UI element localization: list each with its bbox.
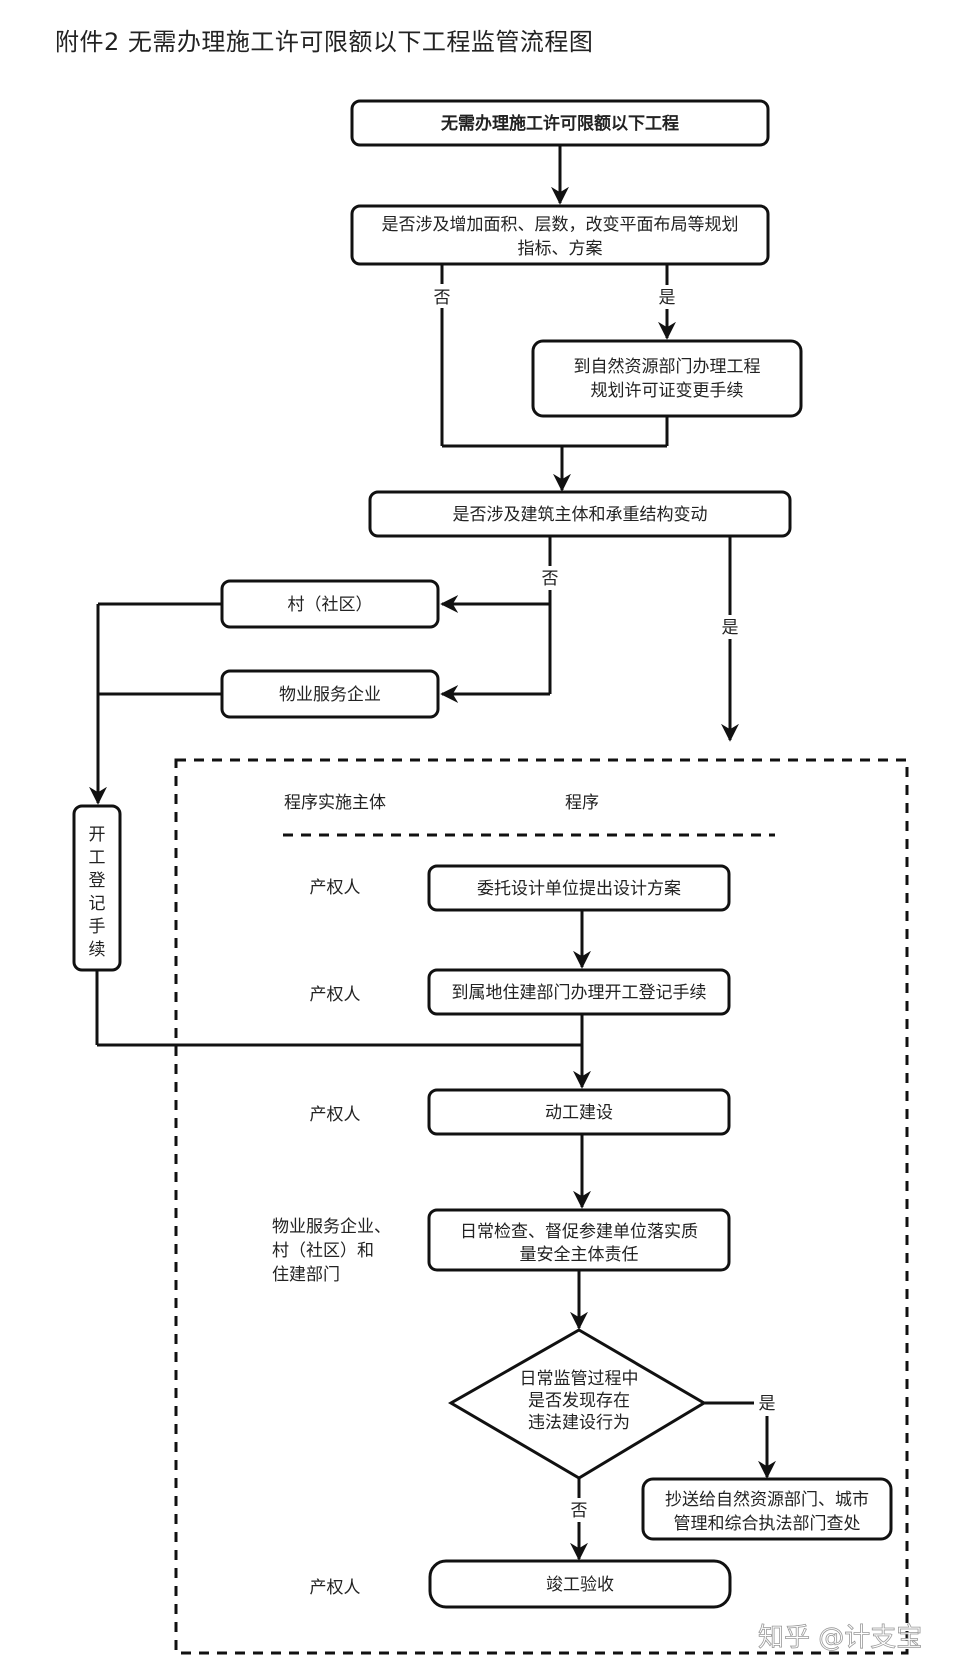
- daily-inspection-line1: 日常检查、督促参建单位落实质: [460, 1222, 698, 1242]
- decision-line1: 日常监管过程中: [520, 1369, 639, 1389]
- edge-label-decision-yes: 是: [759, 1394, 776, 1414]
- svg-text:续: 续: [89, 940, 106, 960]
- watermark: 知乎 @计支宝: [758, 1623, 922, 1653]
- question-planning-change-line1: 是否涉及增加面积、层数，改变平面布局等规划: [382, 215, 739, 235]
- design-plan-label: 委托设计单位提出设计方案: [477, 879, 681, 899]
- refer-enforcement-line1: 抄送给自然资源部门、城市: [665, 1490, 869, 1510]
- design-plan-node: [427, 864, 731, 912]
- subject-inspect: 物业服务企业、 村（社区）和 住建部门: [272, 1217, 391, 1285]
- edge-label-decision-no: 否: [571, 1501, 588, 1521]
- svg-text:登: 登: [89, 871, 106, 891]
- header-procedure: 程序: [565, 793, 599, 813]
- svg-text:记: 记: [89, 894, 106, 914]
- svg-text:手: 手: [89, 917, 106, 937]
- start-node-label: 无需办理施工许可限额以下工程: [440, 113, 679, 134]
- daily-inspection-line2: 量安全主体责任: [520, 1245, 639, 1265]
- subject-register: 产权人: [310, 985, 361, 1005]
- svg-text:工: 工: [89, 848, 106, 868]
- subject-acceptance: 产权人: [310, 1578, 361, 1598]
- start-registration-label: 开 工 登 记 手 续: [89, 825, 106, 960]
- question-structure-change: [368, 490, 792, 538]
- completion-acceptance-node: [428, 1559, 732, 1609]
- procedure-container: [174, 758, 909, 1655]
- svg-text:开: 开: [89, 825, 106, 845]
- planning-permit-change-line2: 规划许可证变更手续: [591, 381, 744, 401]
- refer-enforcement-line2: 管理和综合执法部门查处: [674, 1514, 861, 1534]
- question-planning-change-line2: 指标、方案: [518, 239, 603, 259]
- property-service-label: 物业服务企业: [279, 685, 381, 705]
- svg-text:物业服务企业、: 物业服务企业、: [272, 1217, 391, 1237]
- question-planning-change: [350, 204, 770, 266]
- village-community-label: 村（社区）: [288, 595, 373, 615]
- edge-label-q2-yes: 是: [722, 618, 739, 638]
- planning-permit-change-line1: 到自然资源部门办理工程: [574, 357, 761, 377]
- register-label: 到属地住建部门办理开工登记手续: [452, 983, 707, 1003]
- subject-construct: 产权人: [310, 1105, 361, 1125]
- completion-acceptance-label: 竣工验收: [546, 1575, 614, 1595]
- planning-permit-change-node: [531, 339, 803, 418]
- header-subject: 程序实施主体: [284, 793, 386, 813]
- page-title: 附件2 无需办理施工许可限额以下工程监管流程图: [55, 28, 594, 56]
- svg-text:住建部门: 住建部门: [272, 1265, 340, 1285]
- edge-label-q1-yes: 是: [659, 288, 676, 308]
- construction-node: [427, 1088, 731, 1136]
- decision-line3: 违法建设行为: [528, 1413, 630, 1433]
- question-structure-change-label: 是否涉及建筑主体和承重结构变动: [453, 505, 708, 525]
- construction-label: 动工建设: [545, 1103, 613, 1123]
- register-node: [427, 968, 731, 1016]
- subject-design: 产权人: [310, 878, 361, 898]
- svg-text:村（社区）和: 村（社区）和: [272, 1241, 374, 1261]
- refer-enforcement-node: [641, 1477, 893, 1541]
- decision-line2: 是否发现存在: [528, 1391, 630, 1411]
- edge-label-q1-no: 否: [434, 288, 451, 308]
- edge-label-q2-no: 否: [542, 569, 559, 589]
